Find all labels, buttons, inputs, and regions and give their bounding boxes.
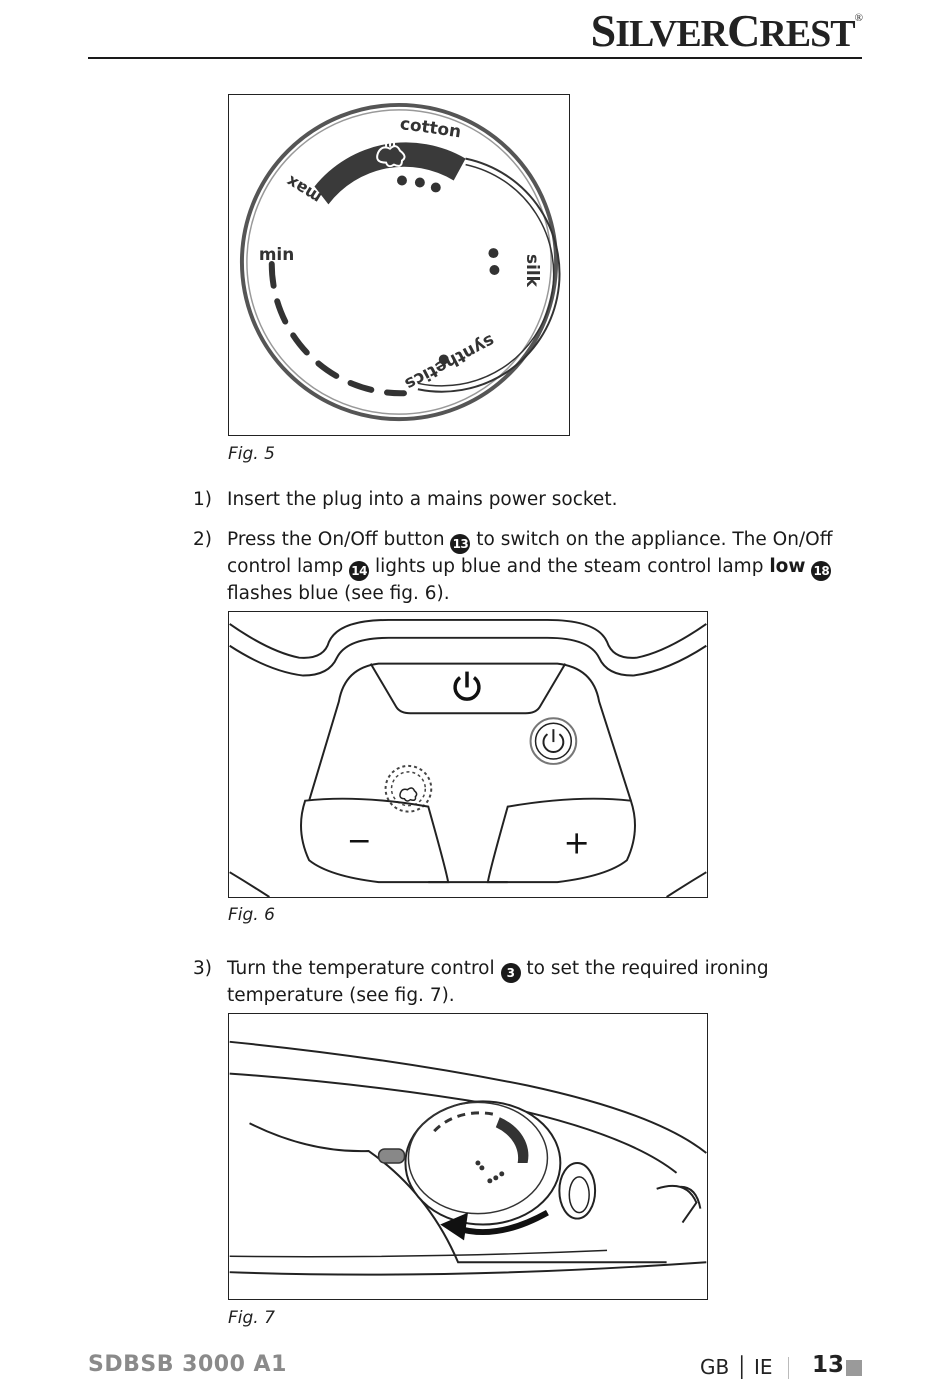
step-3: 3) Turn the temperature control 3 to set… [193, 958, 769, 1006]
footer-separator [788, 1357, 789, 1379]
minus-button-label: − [347, 823, 372, 858]
footer-language: GB │ IE [700, 1355, 773, 1379]
header-rule [88, 57, 862, 59]
label-silk: silk [523, 254, 543, 288]
arrowhead-icon [440, 1212, 468, 1241]
rotate-arrow [457, 1210, 549, 1236]
label-cotton: cotton [399, 113, 463, 141]
caption-fig7: Fig. 7 [228, 1308, 275, 1328]
temperature-dial [404, 1100, 562, 1226]
ref-badge-13: 13 [450, 534, 471, 554]
figure-7-iron-dial [228, 1013, 708, 1300]
steam-icon [376, 136, 406, 168]
iron-illustration [229, 1040, 707, 1276]
caption-fig5: Fig. 5 [228, 444, 275, 464]
figure-5-dial: cotton linen max silk synthetics min [228, 94, 570, 436]
steam-lamp-icon [384, 764, 433, 813]
footer-model-number: SDBSB 3000 A1 [88, 1352, 287, 1377]
power-lamp-icon [529, 717, 578, 765]
ref-badge-3: 3 [500, 963, 521, 983]
max-sector [314, 142, 466, 205]
dial-illustration: cotton linen max silk synthetics min [239, 102, 561, 422]
control-panel-illustration: − + [229, 618, 707, 897]
figure-6-control-panel: − + [228, 611, 708, 898]
caption-fig6: Fig. 6 [228, 905, 275, 925]
label-min: min [259, 244, 294, 264]
step-1: 1) Insert the plug into a mains power so… [193, 489, 618, 510]
plus-button-label: + [563, 825, 590, 861]
ref-badge-14: 14 [349, 561, 370, 581]
step-2: 2) Press the On/Off button 13 to switch … [193, 529, 833, 604]
footer-page-number: 13 [812, 1352, 845, 1378]
footer-square-icon [846, 1360, 862, 1376]
ref-badge-18: 18 [811, 561, 832, 581]
power-button-icon [453, 671, 481, 701]
brand-logo: SILVERCREST® [590, 5, 863, 56]
